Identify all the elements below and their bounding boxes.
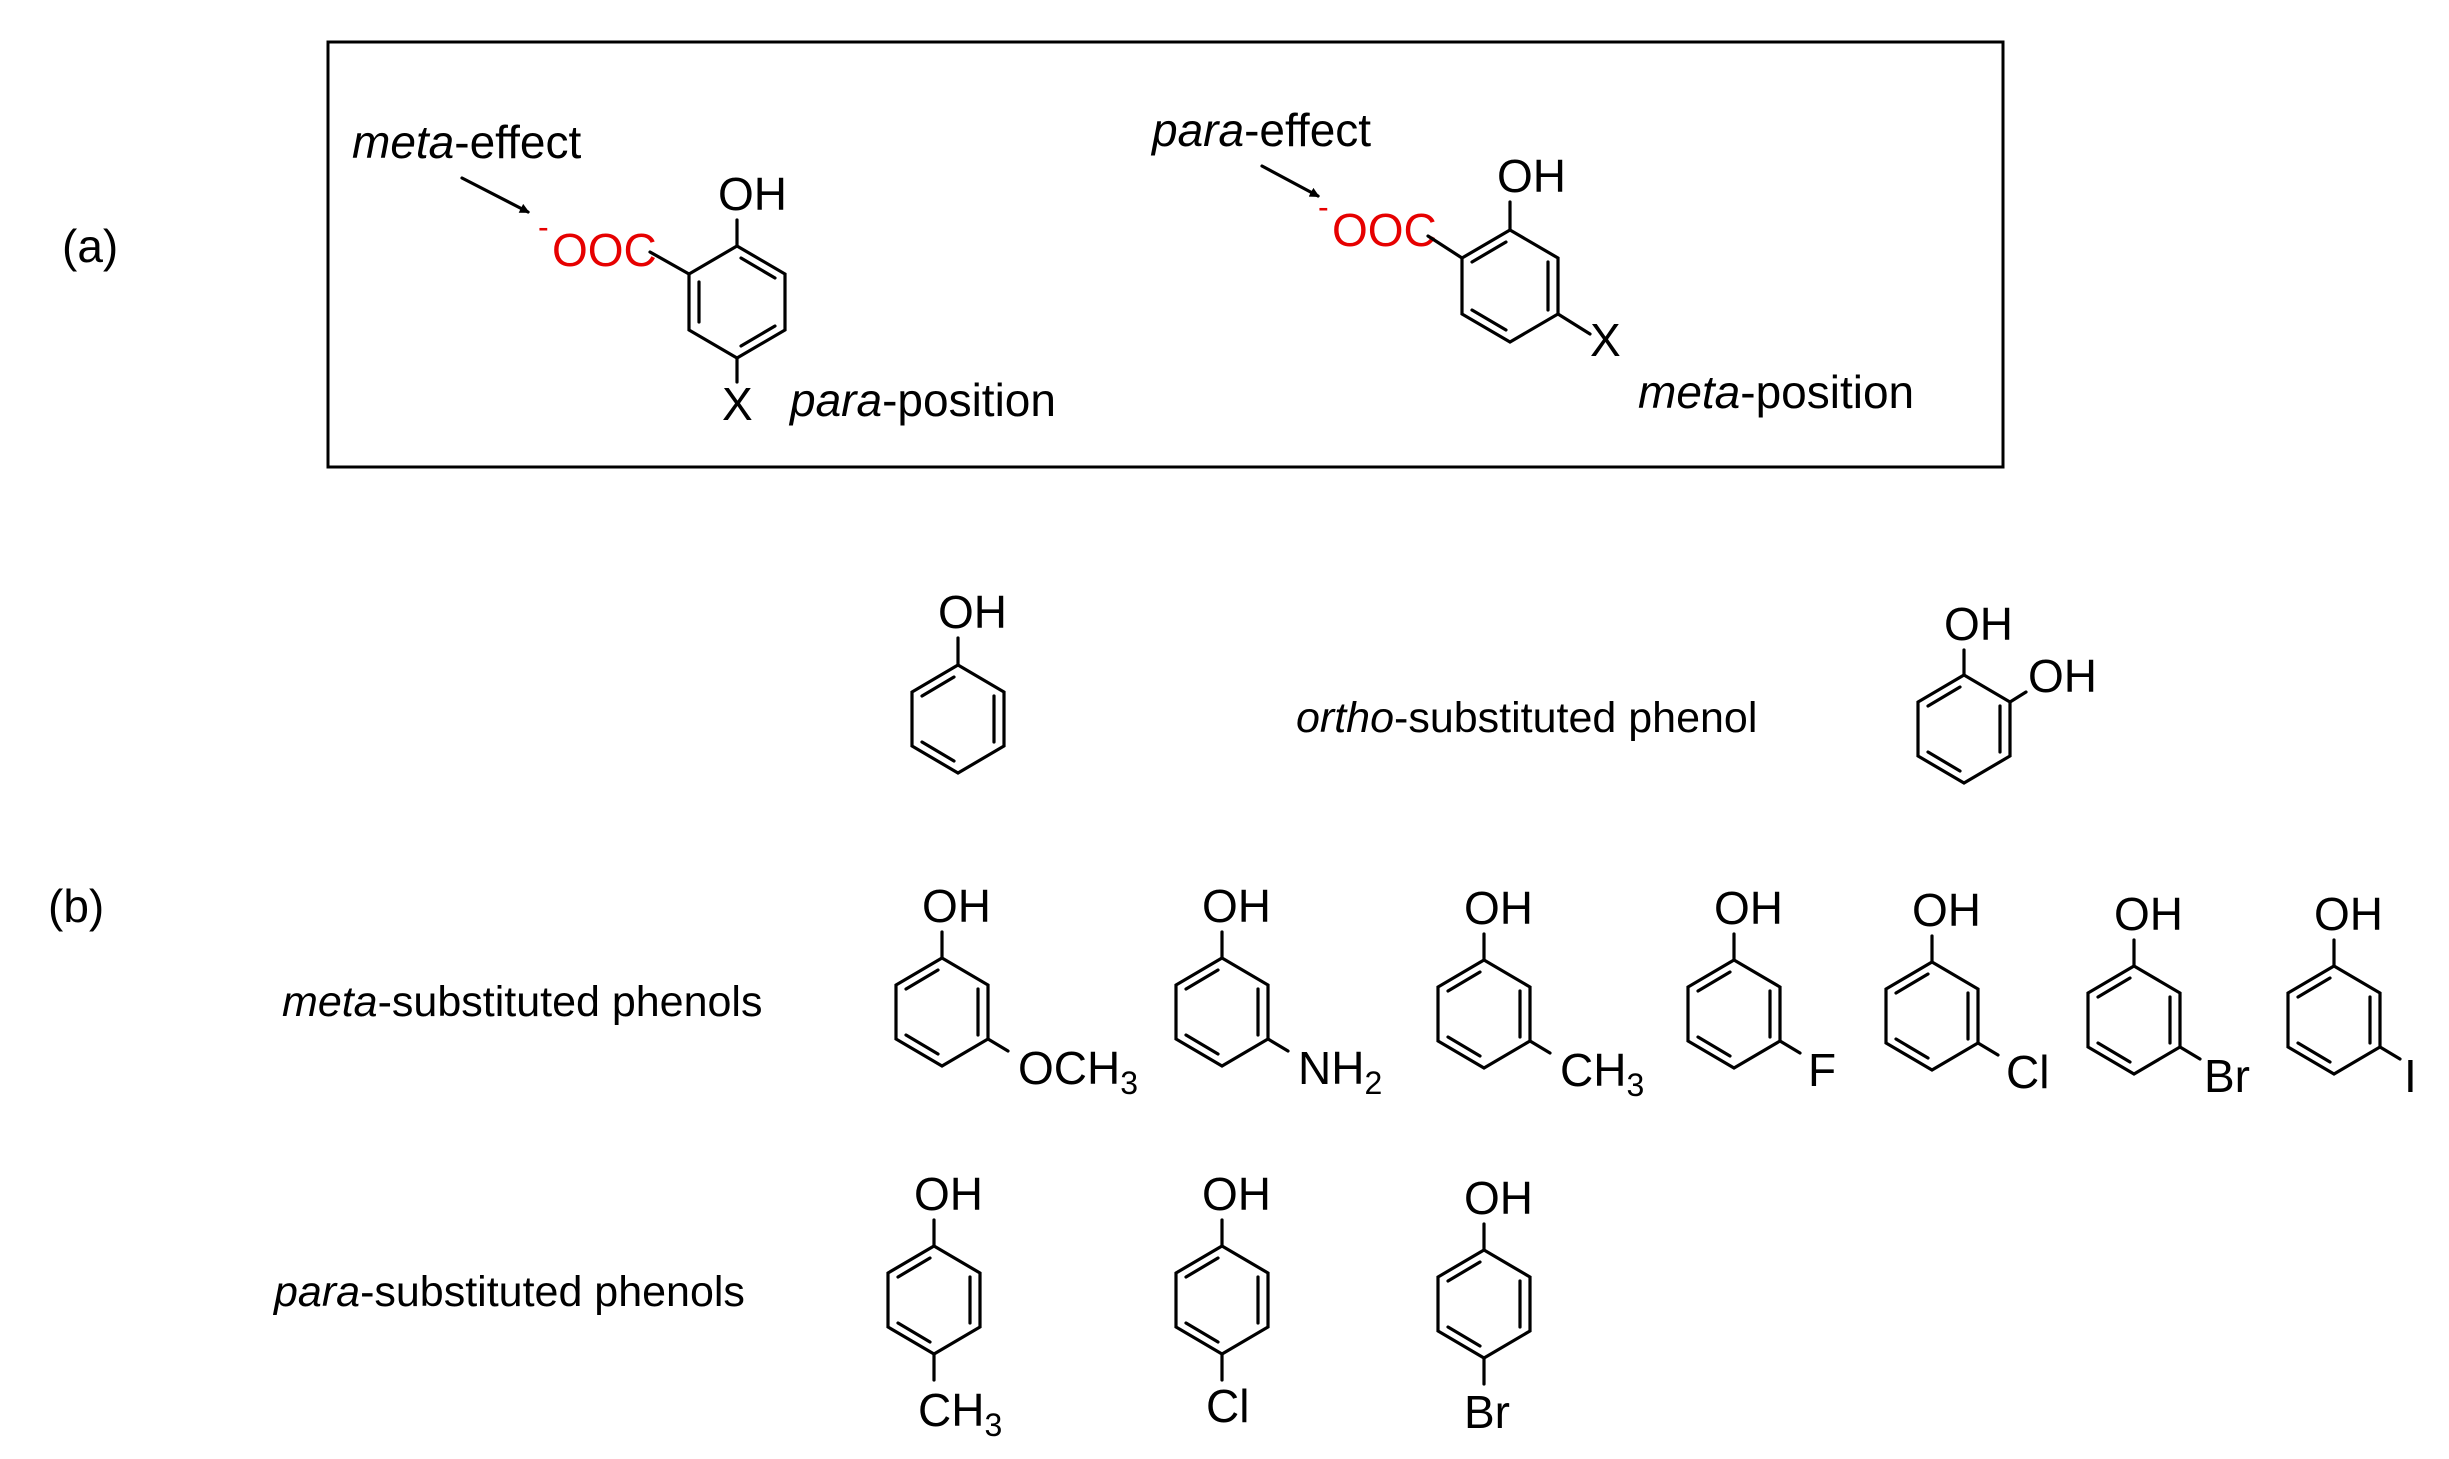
hydroxyl-label: OH xyxy=(1202,1168,1271,1220)
substituent-label: Cl xyxy=(1206,1380,1249,1432)
meta-position-label: meta-position xyxy=(1638,366,1914,418)
catechol: OH OH xyxy=(1916,598,2097,785)
substituent-x: X xyxy=(722,378,753,430)
para-caption: para-substituted phenols xyxy=(272,1268,745,1316)
substituent-label: Cl xyxy=(2006,1046,2049,1098)
meta-methoxyphenol: OH OCH3 xyxy=(894,880,1138,1101)
substituent-label: CH3 xyxy=(1560,1044,1644,1103)
hydroxyl-label: OH xyxy=(2114,888,2183,940)
meta-effect-arrow xyxy=(460,176,530,214)
substituent-label: CH3 xyxy=(918,1384,1002,1443)
meta-effect-label: meta-effect xyxy=(352,116,581,168)
hydroxyl-label: OH xyxy=(1944,598,2013,650)
hydroxyl-label: OH xyxy=(938,586,1007,638)
substituent-label: I xyxy=(2404,1050,2417,1102)
benzene-ring xyxy=(648,218,787,384)
para-position-label: para-position xyxy=(788,374,1056,426)
para-cresol: OH CH3 xyxy=(886,1168,1002,1443)
hydroxyl-label: OH xyxy=(1464,882,1533,934)
meta-aminophenol: OH NH2 xyxy=(1174,880,1382,1101)
ortho-caption: ortho-substituted phenol xyxy=(1296,694,1757,742)
substituent-label: NH2 xyxy=(1298,1042,1382,1101)
benzene-ring xyxy=(1426,200,1592,344)
phenol: OH xyxy=(910,586,1007,775)
hydroxyl-label: OH xyxy=(1912,884,1981,936)
para-effect-arrow xyxy=(1260,164,1320,198)
panel-a-label: (a) xyxy=(62,220,118,272)
hydroxyl-label: OH xyxy=(718,168,787,220)
salicylate-meta-effect: meta-effect - OOC OH X para-position xyxy=(352,116,1056,430)
substituent-label: OCH3 xyxy=(1018,1042,1138,1101)
hydroxyl-label: OH xyxy=(2028,650,2097,702)
carboxylate-group: OOC xyxy=(1332,204,1437,256)
carboxylate-group: OOC xyxy=(552,224,657,276)
meta-fluorophenol: OH F xyxy=(1686,882,1836,1096)
para-bromophenol: OH Br xyxy=(1436,1172,1533,1438)
substituent-label: Br xyxy=(1464,1386,1510,1438)
carboxylate-charge: - xyxy=(538,209,549,245)
hydroxyl-label: OH xyxy=(1202,880,1271,932)
substituent-label: Br xyxy=(2204,1050,2250,1102)
hydroxyl-label: OH xyxy=(1714,882,1783,934)
hydroxyl-label: OH xyxy=(914,1168,983,1220)
meta-caption: meta-substituted phenols xyxy=(282,978,762,1026)
meta-chlorophenol: OH Cl xyxy=(1884,884,2049,1098)
meta-cresol: OH CH3 xyxy=(1436,882,1644,1103)
panel-b-label: (b) xyxy=(48,880,104,932)
panel-a-box xyxy=(326,40,2005,469)
meta-bromophenol: OH Br xyxy=(2086,888,2250,1102)
hydroxyl-label: OH xyxy=(922,880,991,932)
meta-iodophenol: OH I xyxy=(2286,888,2417,1102)
substituent-x: X xyxy=(1590,314,1621,366)
carboxylate-charge: - xyxy=(1318,189,1329,225)
salicylate-para-effect: para-effect - OOC OH X meta-position xyxy=(1150,104,1914,418)
substituent-label: F xyxy=(1808,1044,1836,1096)
hydroxyl-label: OH xyxy=(1464,1172,1533,1224)
para-effect-label: para-effect xyxy=(1150,104,1371,156)
hydroxyl-label: OH xyxy=(2314,888,2383,940)
para-chlorophenol: OH Cl xyxy=(1174,1168,1271,1432)
hydroxyl-label: OH xyxy=(1497,150,1566,202)
